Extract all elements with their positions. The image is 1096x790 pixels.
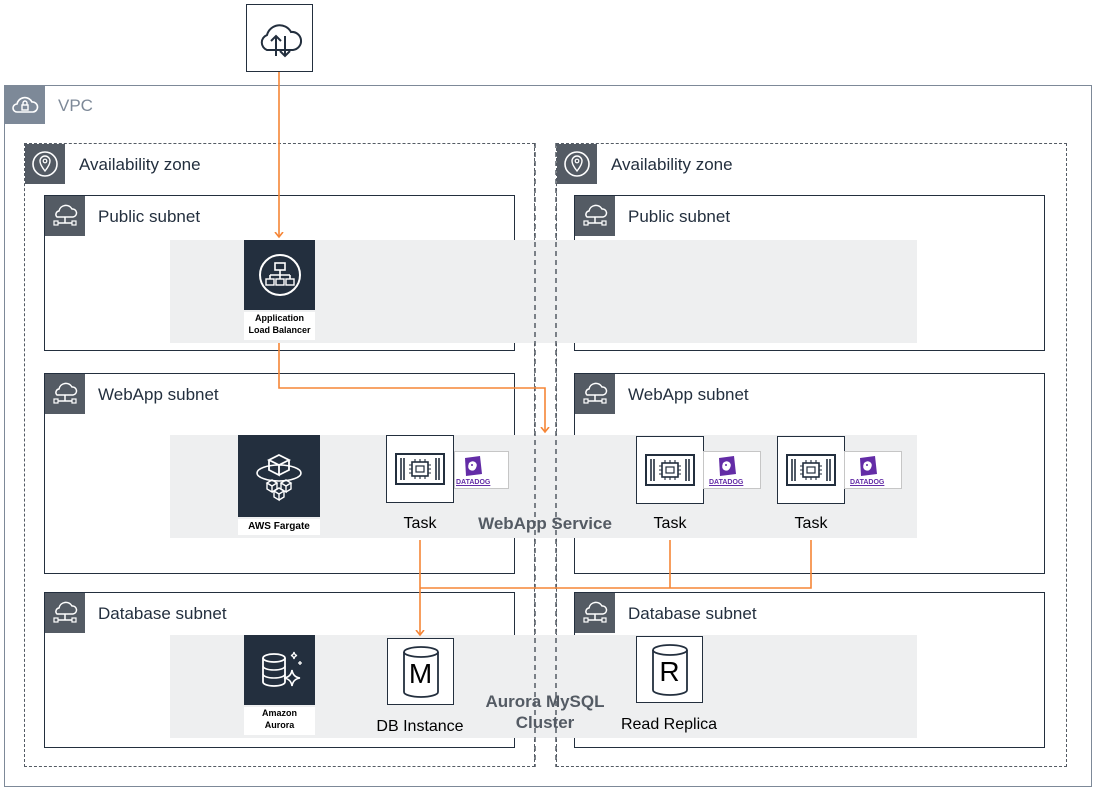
alb-icon-box: [244, 240, 315, 310]
vpc-label: VPC: [58, 96, 93, 115]
container-chip-icon: [645, 454, 695, 486]
alb-caption-line2: Load Balancer: [248, 325, 311, 335]
database-subnet-2-badge: [575, 593, 615, 633]
vpc-container: [4, 85, 1092, 787]
db-instance-box: M: [387, 638, 454, 705]
fargate-caption: AWS Fargate: [238, 519, 320, 535]
webapp-subnet-1-label: WebApp subnet: [98, 385, 219, 404]
datadog-badge-1: DATADOG: [454, 451, 509, 489]
task-3-box: [777, 436, 845, 504]
fargate-icon: [256, 453, 302, 502]
container-chip-icon: [786, 454, 836, 486]
task-1-box: [386, 435, 454, 503]
read-replica-box: R: [636, 636, 703, 703]
location-pin-icon: [32, 151, 58, 177]
load-balancer-icon: [258, 254, 301, 296]
webapp-service-label: WebApp Service: [478, 514, 612, 533]
vpc-badge: [4, 85, 45, 124]
read-replica-letter: R: [659, 656, 680, 687]
fargate-icon-box: [238, 435, 320, 517]
aurora-cluster-label-line1: Aurora MySQL: [485, 692, 605, 711]
alb-caption-line1: Application: [255, 313, 304, 323]
db-instance-letter: M: [408, 658, 433, 689]
task-3-caption: Task: [794, 515, 828, 532]
database-subnet-1-badge: [45, 593, 85, 633]
alb-to-webapp-arrow: [278, 343, 545, 432]
database-subnet-1-label: Database subnet: [98, 604, 227, 623]
alb-caption: Application Load Balancer: [244, 312, 315, 340]
subnet-cloud-icon: [53, 204, 78, 226]
datadog-dog-icon: [465, 456, 482, 476]
webapp-subnet-2-badge: [575, 374, 615, 414]
datadog-badge-2-text: DATADOG: [709, 479, 744, 486]
datadog-badge-3: DATADOG: [844, 451, 902, 489]
fargate-node: AWS Fargate: [238, 435, 320, 538]
subnet-cloud-icon: [583, 382, 608, 404]
subnet-cloud-icon: [583, 601, 608, 623]
cloud-lock-icon: [11, 96, 38, 113]
az-2-label: Availability zone: [611, 155, 733, 174]
subnet-cloud-icon: [53, 601, 78, 623]
datadog-badge-2: DATADOG: [703, 451, 761, 489]
location-pin-icon: [564, 151, 590, 177]
db-cylinder-icon: [402, 645, 439, 698]
az-1-label: Availability zone: [79, 155, 201, 174]
webapp-subnet-1-badge: [45, 374, 85, 414]
aurora-caption: Amazon Aurora: [244, 707, 315, 735]
db-instance-caption: DB Instance: [376, 718, 464, 735]
datadog-badge-1-text: DATADOG: [456, 479, 491, 486]
task-1-caption: Task: [403, 515, 437, 532]
aurora-cluster-label: Aurora MySQL Cluster: [460, 691, 630, 733]
aurora-caption-line2: Aurora: [264, 720, 295, 730]
public-subnet-2-label: Public subnet: [628, 207, 731, 226]
subnet-cloud-icon: [53, 382, 78, 404]
task-2-box: [636, 436, 704, 504]
aurora-icon-box: [244, 635, 315, 705]
public-subnet-2-badge: [575, 196, 615, 236]
cloud-upload-download-icon: [260, 24, 302, 58]
db-cylinder-icon: [651, 643, 688, 696]
webapp-subnet-2-label: WebApp subnet: [628, 385, 749, 404]
datadog-badge-3-text: DATADOG: [850, 479, 885, 486]
aurora-caption-line1: Amazon: [261, 708, 297, 718]
task-3-to-db-line: [420, 540, 812, 589]
datadog-dog-icon: [860, 456, 877, 476]
container-chip-icon: [395, 453, 445, 485]
datadog-dog-icon: [719, 456, 736, 476]
aurora-cluster-label-line2: Cluster: [515, 713, 575, 732]
az-2-badge: [557, 144, 597, 184]
aurora-database-icon: [261, 651, 302, 687]
aurora-node: Amazon Aurora: [244, 635, 315, 738]
internet-node: [246, 4, 313, 72]
az-1-badge: [25, 144, 65, 184]
database-subnet-2-label: Database subnet: [628, 604, 757, 623]
public-subnet-1-badge: [45, 196, 85, 236]
read-replica-caption: Read Replica: [620, 716, 718, 733]
public-subnet-1-label: Public subnet: [98, 207, 201, 226]
subnet-cloud-icon: [583, 204, 608, 226]
task-2-caption: Task: [653, 515, 687, 532]
alb-node: Application Load Balancer: [244, 240, 315, 343]
